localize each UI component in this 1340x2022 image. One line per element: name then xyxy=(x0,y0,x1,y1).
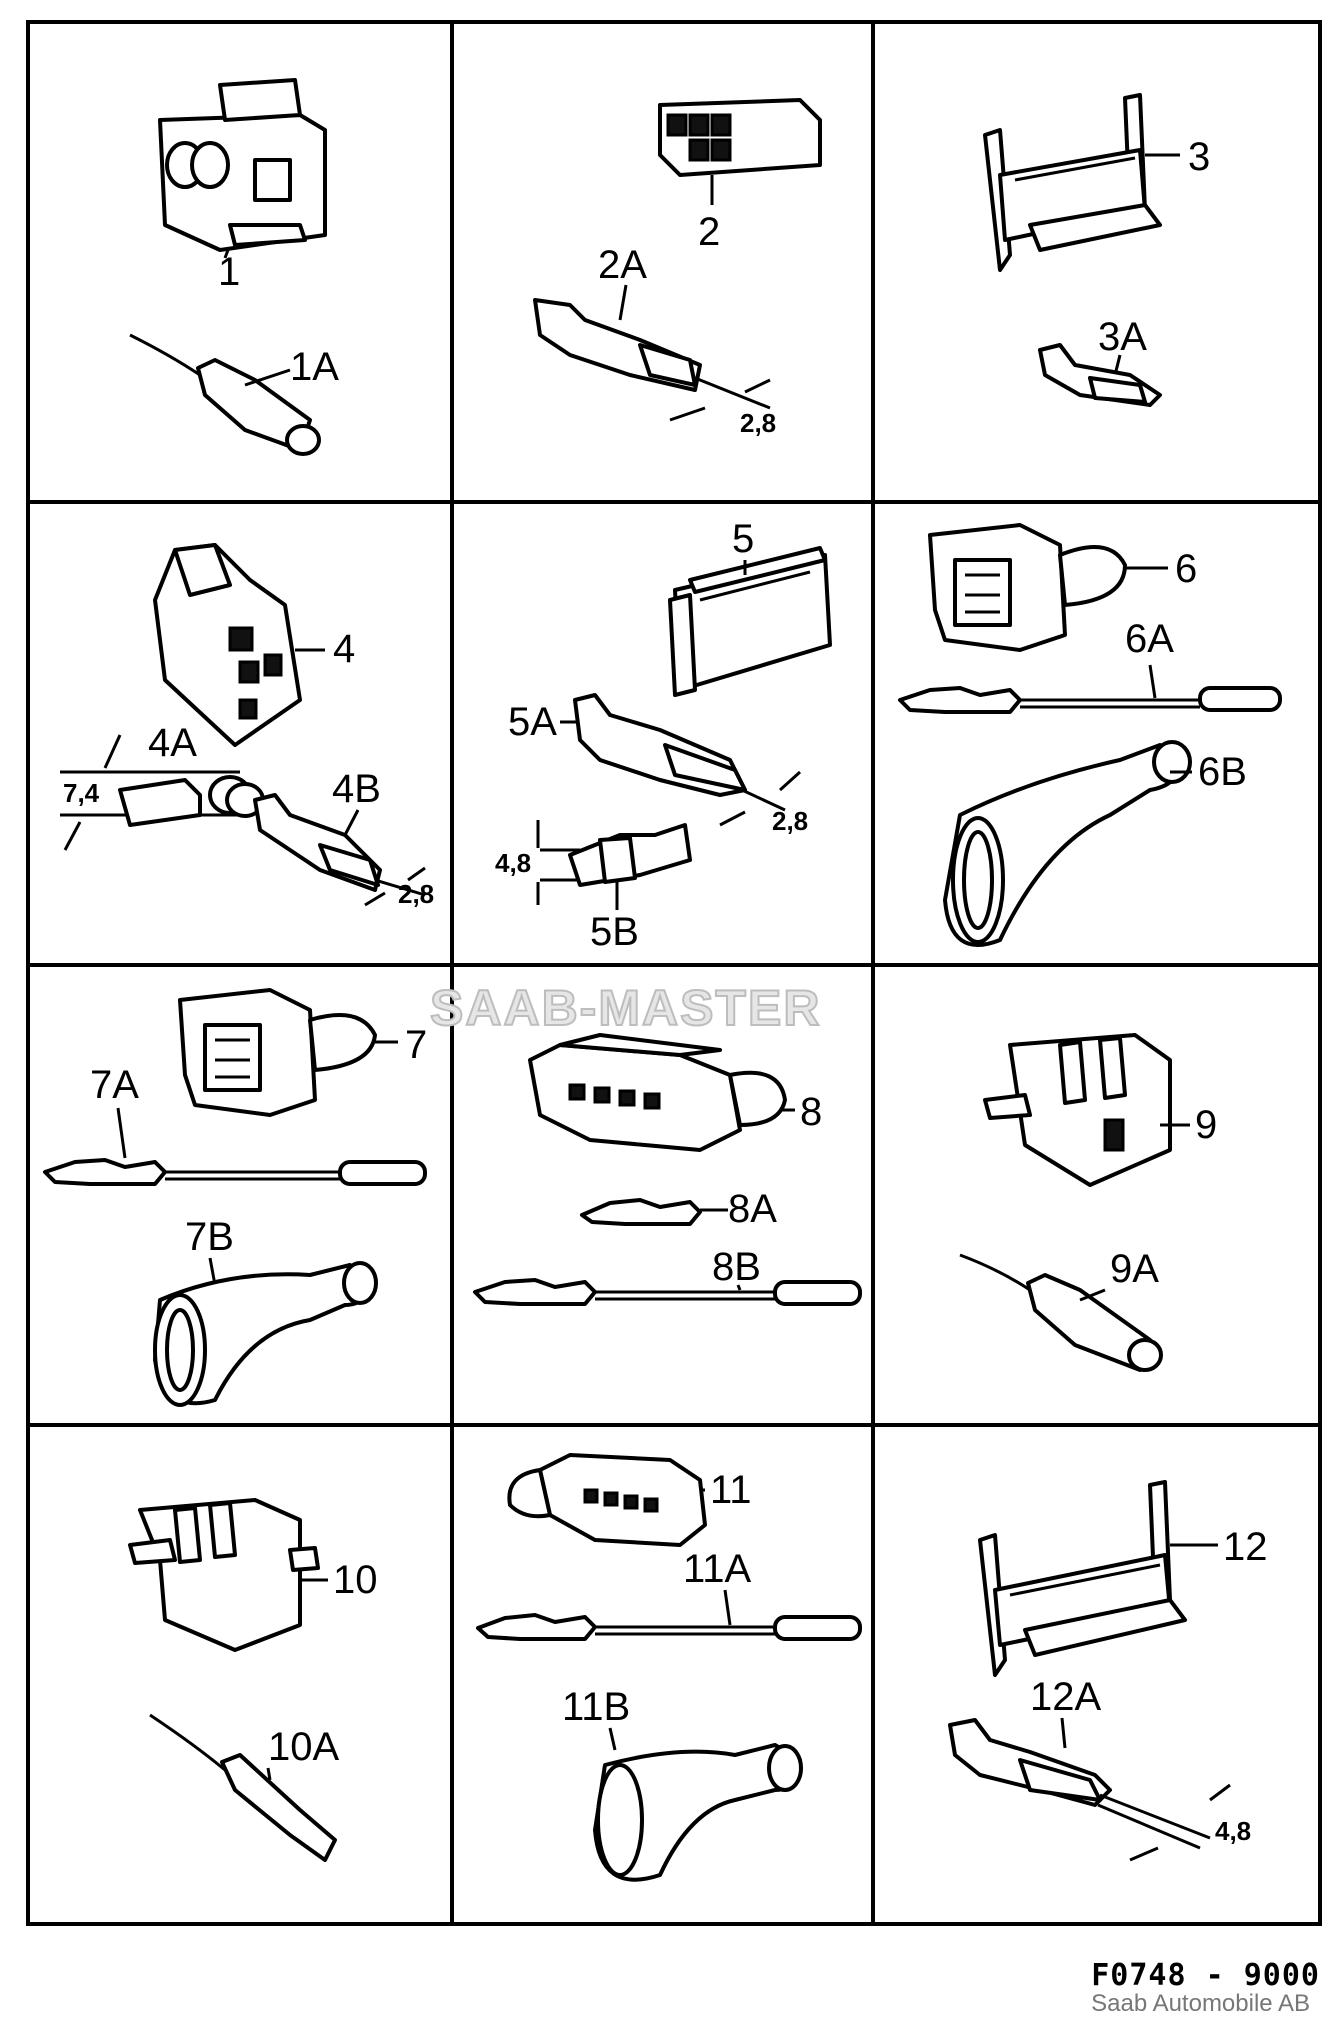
terminal-11a xyxy=(476,1613,862,1641)
connector-5 xyxy=(668,546,832,697)
terminal-5b xyxy=(568,823,692,887)
label-8b: 8B xyxy=(712,1245,761,1289)
watermark: SAAB-MASTER xyxy=(430,980,821,1036)
label-7b: 7B xyxy=(185,1215,234,1259)
cell-11: 11 11A 11B xyxy=(476,1453,862,1882)
label-4b: 4B xyxy=(332,767,381,811)
cell-12: 12 12A 4,8 xyxy=(948,1480,1268,1862)
cell-5: 5 5A 2,8 4,8 5B xyxy=(495,517,832,954)
cell-7: 7 7A 7B xyxy=(43,988,427,1407)
grid xyxy=(26,20,1322,1926)
cell-6: 6 6A 6B xyxy=(898,523,1282,947)
boot-11b xyxy=(593,1743,803,1882)
dim-5a: 2,8 xyxy=(772,806,808,836)
terminal-7a xyxy=(43,1158,427,1186)
label-9: 9 xyxy=(1195,1103,1217,1147)
terminal-4b xyxy=(253,793,426,897)
credit-text: Saab Automobile AB xyxy=(1091,1990,1310,2017)
cell-10: 10 10A xyxy=(128,1498,378,1862)
cell-1: 1 1A xyxy=(129,78,339,456)
label-4: 4 xyxy=(333,627,355,671)
connector-6 xyxy=(928,523,1127,652)
cell-4: 4 4A 4B 7,4 2,8 xyxy=(60,543,434,909)
terminal-3a xyxy=(1038,343,1162,407)
label-7: 7 xyxy=(405,1023,427,1067)
label-5: 5 xyxy=(732,517,754,561)
label-6: 6 xyxy=(1175,547,1197,591)
dim-12a: 4,8 xyxy=(1215,1816,1251,1846)
terminal-8b xyxy=(473,1278,862,1306)
connector-1 xyxy=(158,78,327,252)
terminal-8a xyxy=(580,1198,702,1226)
terminal-9a xyxy=(959,1253,1163,1372)
terminal-4a xyxy=(118,775,265,827)
terminal-6a xyxy=(898,686,1282,714)
label-4a: 4A xyxy=(148,721,197,765)
connector-8 xyxy=(528,1033,787,1152)
connector-9 xyxy=(983,1033,1172,1187)
connector-11 xyxy=(507,1453,707,1547)
label-6b: 6B xyxy=(1198,750,1247,794)
cell-2: 2 2A 2,8 xyxy=(533,98,822,438)
label-6a: 6A xyxy=(1125,617,1174,661)
label-8: 8 xyxy=(800,1090,822,1134)
figure-code: F0748 - 9000 xyxy=(1091,1958,1320,1993)
terminal-10a xyxy=(149,1713,337,1862)
label-11: 11 xyxy=(710,1468,752,1512)
label-10: 10 xyxy=(333,1558,378,1602)
cell-8: 8 8A 8B xyxy=(473,1033,862,1306)
label-2: 2 xyxy=(698,210,720,254)
cell-9: 9 9A xyxy=(959,1033,1217,1372)
label-7a: 7A xyxy=(90,1063,139,1107)
connector-10 xyxy=(128,1498,320,1652)
dim-4a: 7,4 xyxy=(63,778,100,808)
terminal-5a xyxy=(573,693,786,812)
connector-7 xyxy=(178,988,377,1117)
label-11b: 11B xyxy=(562,1685,630,1729)
connector-2 xyxy=(658,98,822,177)
label-10a: 10A xyxy=(268,1725,339,1769)
terminal-2a xyxy=(533,298,771,410)
label-11a: 11A xyxy=(683,1547,752,1591)
label-3: 3 xyxy=(1188,135,1210,179)
connector-4 xyxy=(153,543,302,747)
terminal-1a xyxy=(129,333,321,456)
label-1a: 1A xyxy=(290,345,339,389)
terminal-12a xyxy=(948,1718,1211,1850)
label-8a: 8A xyxy=(728,1187,777,1231)
boot-6b xyxy=(943,740,1192,947)
label-9a: 9A xyxy=(1110,1247,1159,1291)
cell-3: 3 3A xyxy=(983,93,1210,407)
boot-7b xyxy=(153,1261,378,1407)
connector-12 xyxy=(978,1480,1187,1677)
label-2a: 2A xyxy=(598,243,647,287)
dim-2a: 2,8 xyxy=(740,408,776,438)
dim-5b: 4,8 xyxy=(495,848,531,878)
connector-3 xyxy=(983,93,1162,272)
dim-4b: 2,8 xyxy=(398,879,434,909)
label-12a: 12A xyxy=(1030,1675,1101,1719)
label-12: 12 xyxy=(1223,1525,1268,1569)
label-5a: 5A xyxy=(508,700,557,744)
label-1: 1 xyxy=(218,250,240,294)
label-5b: 5B xyxy=(590,910,639,954)
label-3a: 3A xyxy=(1098,315,1147,359)
